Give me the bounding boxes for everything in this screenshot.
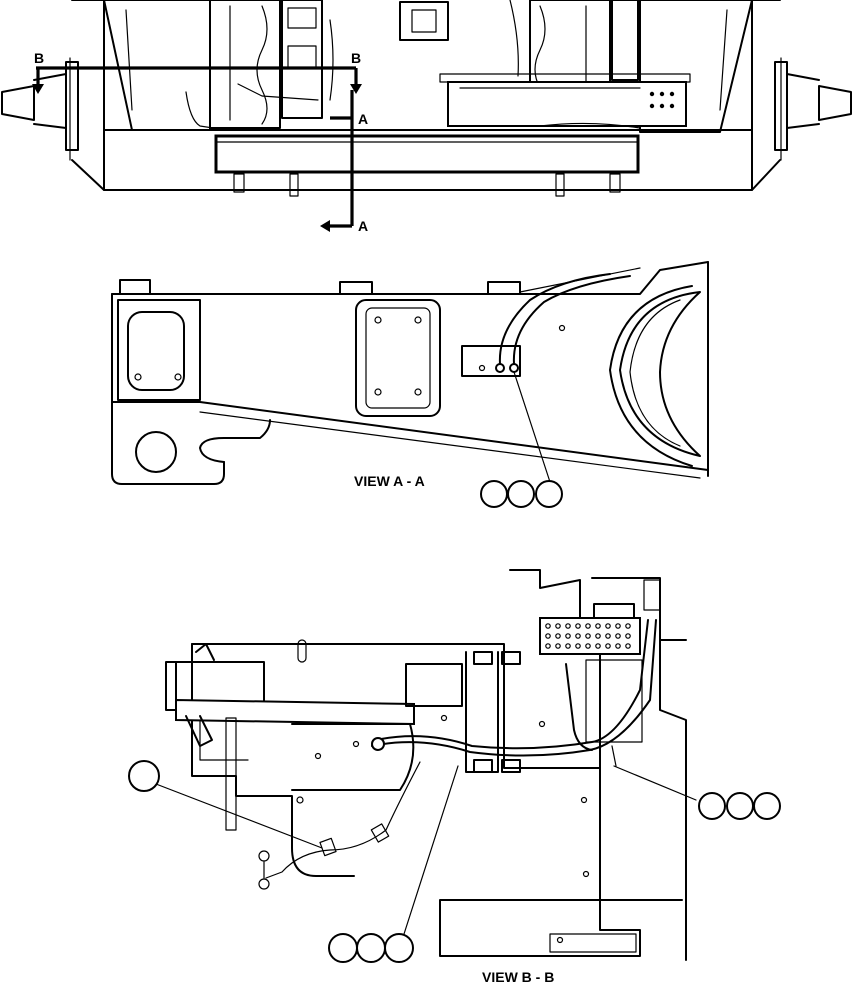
view-aa-callouts <box>480 480 563 508</box>
callout-bubble <box>698 792 726 820</box>
callout-bubble <box>507 480 535 508</box>
callout-bubble <box>753 792 781 820</box>
callout-bubble <box>726 792 754 820</box>
callout-bubble <box>480 480 508 508</box>
view-aa-frame: VIEW A - A <box>111 261 709 489</box>
connector-holes <box>649 91 675 109</box>
view-bb-callouts <box>128 760 781 963</box>
terminal-block-holes <box>545 623 631 649</box>
view-bb-frame: VIEW B - B <box>155 569 697 982</box>
axle-assembly-top-view: B B A A <box>1 0 852 234</box>
section-marker-a-bottom: A <box>358 218 368 234</box>
section-marker-a-top: A <box>358 111 368 127</box>
section-marker-b-right: B <box>351 50 361 66</box>
callout-bubble <box>328 933 358 963</box>
callout-bubble <box>384 933 414 963</box>
view-bb-caption: VIEW B - B <box>482 969 554 982</box>
section-marker-b-left: B <box>34 50 44 66</box>
view-aa-caption: VIEW A - A <box>354 473 425 489</box>
callout-bubble-single <box>128 760 160 792</box>
callout-bubble <box>535 480 563 508</box>
callout-bubble <box>356 933 386 963</box>
